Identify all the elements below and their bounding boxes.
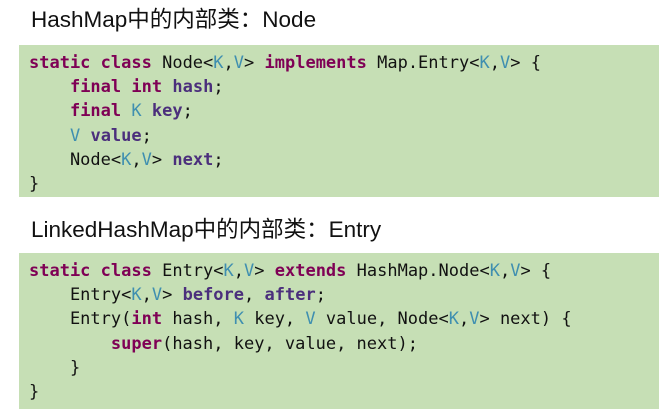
type-param-token: K (479, 53, 490, 73)
code-text: , (141, 285, 152, 306)
code-text: > { (510, 53, 541, 73)
type-param-token: K (131, 285, 142, 306)
code-text: ; (213, 149, 224, 170)
type-param-token: K (233, 309, 244, 330)
code-line: static class Entry<K,V> extends HashMap.… (29, 259, 659, 283)
type-param-token: K (489, 261, 500, 281)
code-text: , (244, 285, 265, 306)
code-text: > { (520, 261, 552, 281)
keyword-token: static (29, 53, 91, 73)
code-text: > (151, 149, 173, 170)
field-token: key (151, 101, 183, 122)
code-text (29, 77, 70, 97)
keyword-token: class (100, 53, 152, 73)
type-param-token: V (510, 261, 521, 281)
code-text (162, 77, 172, 97)
keyword-token: final (69, 101, 122, 122)
type-param-token: K (223, 261, 234, 281)
code-text: key, (243, 309, 306, 330)
type-param-token: K (448, 309, 459, 330)
code-text: Node< (29, 149, 122, 170)
code-text: value, Node< (315, 309, 449, 330)
type-param-token: K (213, 53, 224, 73)
code-line: Node<K,V> next; (29, 148, 659, 172)
type-param-token: V (469, 309, 480, 330)
keyword-token: int (131, 309, 163, 330)
type-param-token: K (121, 149, 132, 170)
code-text (29, 101, 70, 121)
code-line: final K key; (29, 99, 659, 123)
code-line: Entry(int hash, K key, V value, Node<K,V… (29, 307, 659, 331)
code-text: Map.Entry< (366, 53, 480, 73)
code-text: , (489, 53, 500, 73)
keyword-token: final (69, 77, 122, 98)
keyword-token: int (131, 77, 163, 98)
code-text: Entry( (29, 309, 132, 330)
code-text (90, 261, 100, 281)
code-text: ; (182, 101, 193, 122)
code-line: static class Node<K,V> implements Map.En… (29, 51, 659, 75)
code-text (90, 53, 100, 73)
keyword-token: implements (264, 53, 367, 73)
code-line: V value; (29, 124, 659, 148)
keyword-token: extends (274, 261, 347, 281)
type-param-token: V (499, 53, 511, 73)
keyword-token: class (100, 261, 152, 281)
code-text: ; (315, 285, 326, 306)
code-text: , (499, 261, 511, 281)
code-text (142, 101, 152, 121)
code-text: Node< (151, 53, 214, 73)
code-text: hash, (162, 309, 234, 330)
code-text: } (29, 381, 40, 402)
code-text: > (254, 261, 275, 281)
code-line: } (29, 380, 659, 404)
code-text (121, 101, 131, 121)
code-text: > next) { (479, 309, 572, 330)
code-text: , (131, 149, 142, 170)
field-token: next (172, 149, 214, 170)
code-text: ; (141, 125, 152, 146)
keyword-token: static (29, 261, 91, 281)
node-class-code-block: static class Node<K,V> implements Map.En… (19, 45, 659, 197)
field-token: hash (172, 77, 214, 98)
code-text: , (223, 53, 234, 73)
type-param-token: V (305, 309, 316, 330)
code-text (121, 77, 131, 97)
field-token: before (182, 285, 245, 306)
code-line: Entry<K,V> before, after; (29, 283, 659, 307)
field-token: value (90, 125, 142, 146)
code-text: (hash, key, value, next); (162, 333, 418, 354)
code-text: ; (213, 77, 224, 98)
code-text (29, 126, 70, 146)
code-line: super(hash, key, value, next); (29, 332, 659, 356)
code-text: Entry< (151, 261, 224, 281)
code-line: } (29, 356, 659, 380)
code-text: , (233, 261, 245, 281)
keyword-token: super (110, 333, 163, 354)
type-param-token: V (141, 149, 152, 170)
type-param-token: V (151, 285, 163, 306)
code-text (80, 126, 90, 146)
code-text: > (244, 53, 265, 73)
code-text: } (29, 357, 81, 378)
type-param-token: K (131, 101, 142, 122)
code-text: > (162, 285, 183, 306)
code-text (29, 334, 111, 354)
entry-class-code-block: static class Entry<K,V> extends HashMap.… (19, 253, 659, 409)
section-2-heading: LinkedHashMap中的内部类：Entry (31, 217, 382, 242)
type-param-token: V (244, 261, 255, 281)
type-param-token: V (69, 125, 81, 146)
code-text: HashMap.Node< (346, 261, 490, 281)
field-token: after (264, 285, 316, 306)
code-text: Entry< (29, 285, 132, 306)
code-text: , (458, 309, 470, 330)
section-1-heading: HashMap中的内部类：Node (31, 7, 317, 32)
code-text: } (29, 173, 40, 194)
code-line: final int hash; (29, 75, 659, 99)
code-line: } (29, 172, 659, 196)
type-param-token: V (233, 53, 245, 73)
